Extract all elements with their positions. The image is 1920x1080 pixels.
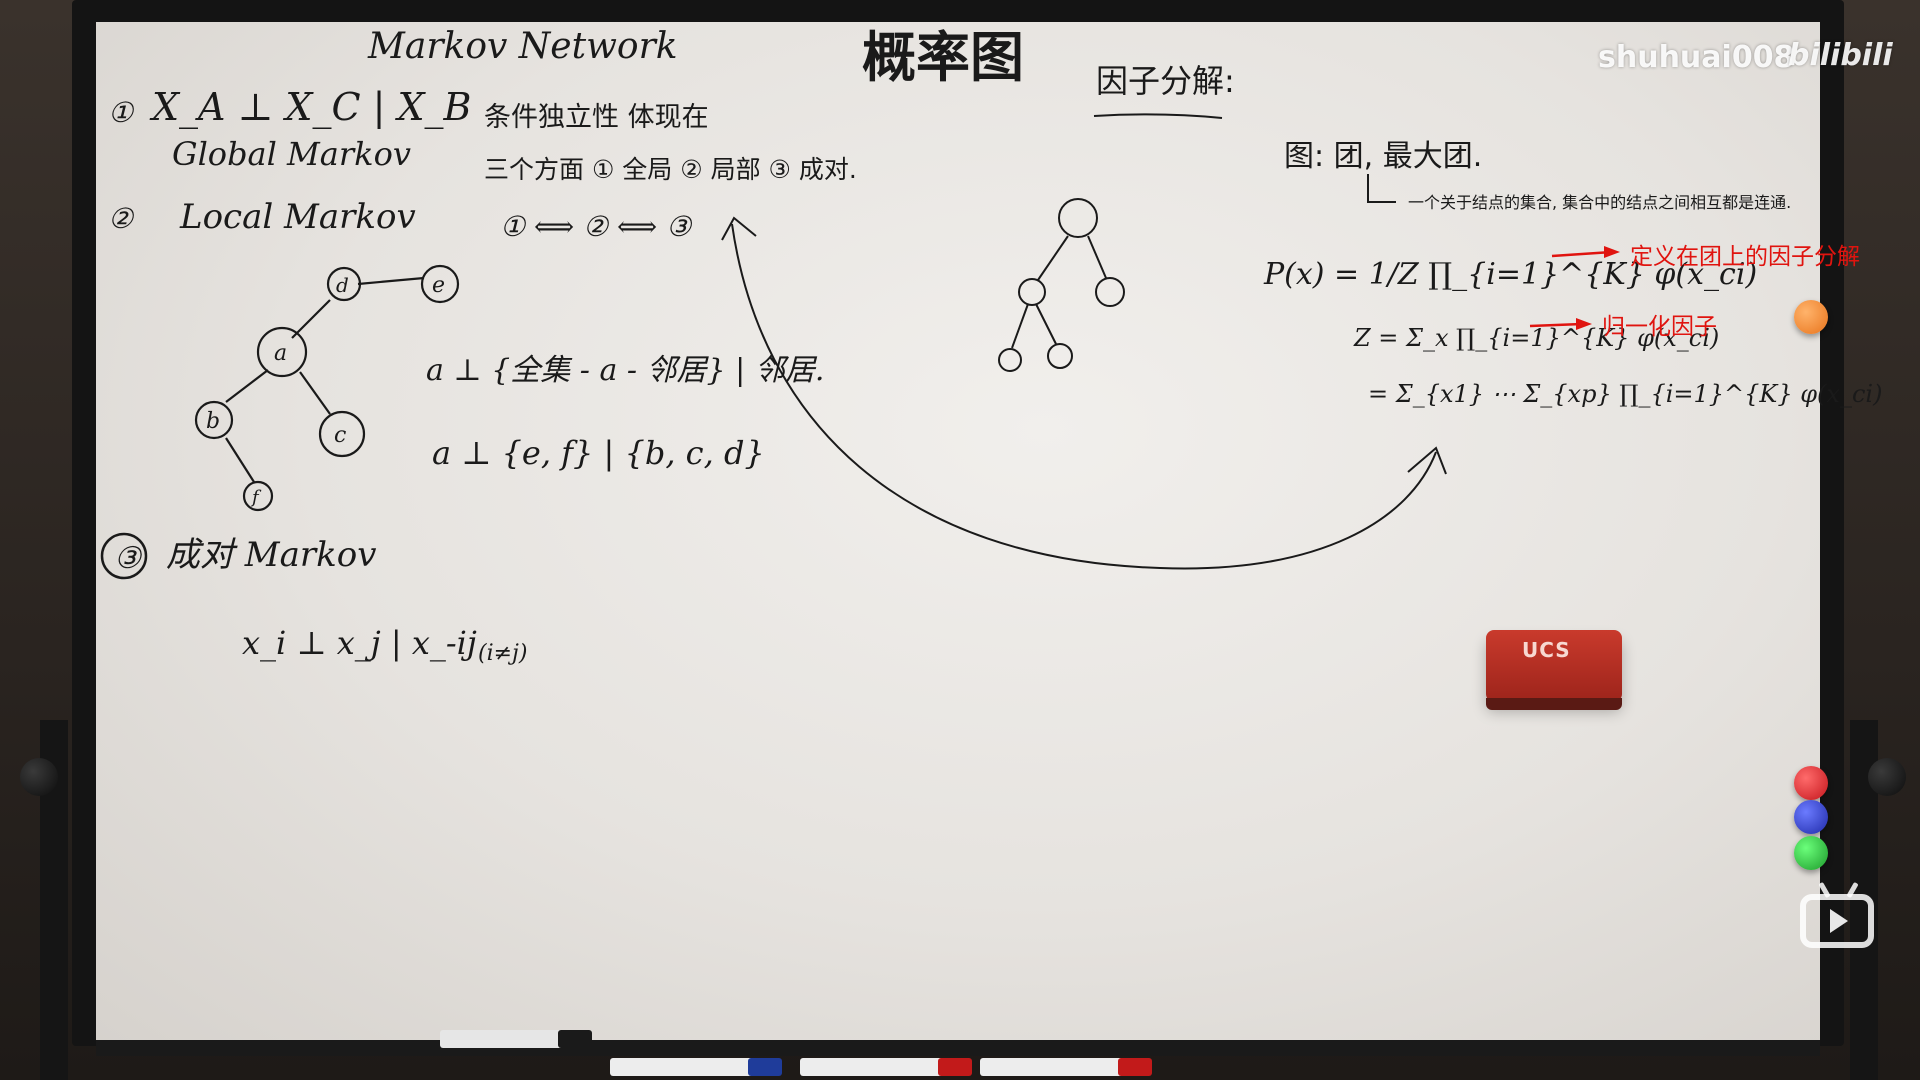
bilibili-logo: bilibili	[1788, 38, 1893, 73]
pairwise-markov-formula: x_i ⊥ x_j | x_-ij	[242, 624, 477, 662]
pairwise-condition: (i≠j)	[478, 641, 527, 666]
local-markov-eq1: a ⊥ {全集 - a - 邻居} | 邻居.	[426, 353, 824, 388]
marker-cap	[748, 1058, 782, 1076]
whiteboard-eraser: UCS	[1486, 630, 1622, 710]
node-c	[318, 410, 366, 458]
red-arrowhead	[1576, 318, 1592, 330]
node-label-c: c	[334, 423, 346, 448]
tree-node-right	[1095, 277, 1125, 307]
node-b	[194, 400, 234, 440]
tree-node-lr	[1047, 343, 1073, 369]
normalization-annotation: 归一化因子	[1602, 314, 1717, 340]
marker-red	[800, 1058, 972, 1076]
item3-number: ③	[114, 541, 143, 576]
node-d	[326, 266, 362, 302]
node-label-d: d	[336, 273, 349, 297]
marker-blue	[610, 1058, 782, 1076]
edge-b-f	[225, 437, 255, 483]
partition-function-formula: Z = Σ_x ∏_{i=1}^{K} φ(x_ci)	[1353, 324, 1719, 352]
tree-node-ll	[998, 348, 1022, 372]
curved-arrow	[731, 223, 1437, 570]
item2-number: ②	[108, 202, 135, 235]
node-label-e: e	[432, 273, 445, 298]
edge-a-b	[225, 369, 269, 403]
edge-d-a	[291, 299, 331, 339]
stand-knob-left	[20, 758, 58, 796]
whiteboard	[96, 22, 1820, 1040]
node-a	[256, 326, 308, 378]
eraser-brand: UCS	[1522, 638, 1571, 662]
local-markov-label: Local Markov	[179, 197, 416, 237]
magnet-orange	[1794, 300, 1828, 334]
item3-circle	[100, 532, 148, 580]
magnet-red	[1794, 766, 1828, 800]
magnet-green	[1794, 836, 1828, 870]
marker-cap	[1118, 1058, 1152, 1076]
node-e	[420, 264, 460, 304]
heading-underline	[1093, 113, 1223, 119]
tree-edge	[1087, 235, 1107, 279]
clique-definition-note: 一个关于结点的集合, 集合中的结点之间相互都是连通.	[1408, 193, 1791, 212]
graph-clique-line: 图: 团, 最大团.	[1284, 139, 1482, 174]
play-icon	[1830, 909, 1848, 933]
pairwise-markov-label: 成对 Markov	[166, 535, 376, 575]
marker-black	[440, 1030, 592, 1048]
local-markov-eq2: a ⊥ {e, f} | {b, c, d}	[432, 434, 765, 472]
edge-d-e	[357, 276, 425, 286]
partition-function-expanded: = Σ_{x1} ⋯ Σ_{xp} ∏_{i=1}^{K} φ(x_ci)	[1368, 380, 1882, 408]
global-markov-formula: X_A ⊥ X_C | X_B	[149, 85, 471, 130]
arrowhead-left	[721, 216, 757, 241]
edge-a-c	[299, 371, 331, 415]
board-title: 概率图	[862, 26, 1024, 89]
factorization-annotation: 定义在团上的因子分解	[1630, 244, 1860, 270]
tree-edge	[1011, 303, 1029, 349]
marker-red-2	[980, 1058, 1152, 1076]
tree-edge	[1035, 303, 1057, 345]
equivalence-line: ① ⟺ ② ⟺ ③	[500, 210, 693, 243]
item1-number: ①	[108, 96, 135, 129]
global-markov-label: Global Markov	[172, 135, 411, 173]
marker-cap	[938, 1058, 972, 1076]
factor-graph-tree	[998, 198, 1125, 372]
magnet-blue	[1794, 800, 1828, 834]
factorization-heading: 因子分解:	[1096, 62, 1235, 100]
arrowhead-right	[1407, 446, 1447, 475]
joint-distribution-formula: P(x) = 1/Z ∏_{i=1}^{K} φ(x_ci)	[1263, 257, 1757, 292]
tree-edge	[1037, 235, 1069, 281]
node-label-b: b	[206, 409, 220, 434]
tree-node-root	[1058, 198, 1098, 238]
tree-node-left	[1018, 278, 1046, 306]
clique-note-arrow	[1367, 174, 1396, 203]
conditional-independence-line: 条件独立性 体现在	[484, 102, 709, 133]
node-f	[242, 480, 274, 512]
red-arrow-normalization	[1529, 322, 1583, 328]
three-aspects-line: 三个方面 ① 全局 ② 局部 ③ 成对.	[484, 155, 857, 184]
node-label-f: f	[250, 487, 262, 508]
red-arrow-factorization	[1551, 250, 1613, 258]
markov-network-heading: Markov Network	[367, 26, 678, 67]
local-markov-graph	[194, 264, 460, 512]
stand-knob-right	[1868, 758, 1906, 796]
uploader-watermark: shuhuai008	[1598, 40, 1795, 75]
red-arrowhead	[1604, 246, 1620, 258]
node-label-a: a	[274, 341, 287, 366]
eraser-base	[1486, 698, 1622, 710]
marker-cap	[558, 1030, 592, 1048]
tv-play-icon[interactable]	[1800, 894, 1874, 948]
